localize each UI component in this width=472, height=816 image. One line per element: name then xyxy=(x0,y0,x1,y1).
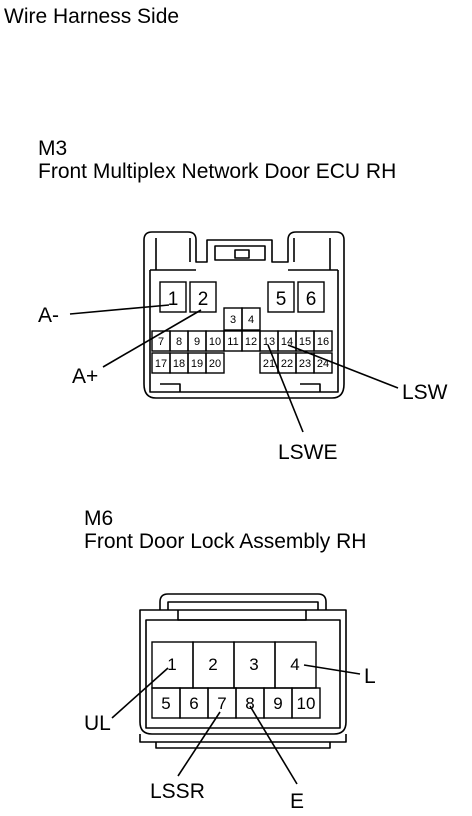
m3-callout-a-plus: A+ xyxy=(72,365,98,388)
m3-callout-lsw: LSW xyxy=(402,381,448,404)
m3-leader-lines xyxy=(69,304,399,433)
m6-connector-code: M6 xyxy=(84,507,114,530)
m6-callout-lssr: LSSR xyxy=(150,780,205,803)
m6-leader-e xyxy=(249,705,298,785)
m6-callout-e: E xyxy=(290,790,304,813)
m6-pin-10: 10 xyxy=(297,694,316,713)
m3-leader-a-minus xyxy=(69,304,170,315)
m6-connector-body xyxy=(139,593,347,749)
m3-pin-21: 21 xyxy=(263,358,275,370)
m3-pin-cavities xyxy=(151,281,333,374)
m6-pin-2: 2 xyxy=(208,655,217,674)
m3-pin-1: 1 xyxy=(168,289,179,310)
m6-callouts: UL LSSR E L xyxy=(84,665,376,813)
m6-pin-3: 3 xyxy=(249,655,258,674)
m3-pin-4: 4 xyxy=(248,314,254,326)
m3-callout-lswe: LSWE xyxy=(278,441,338,464)
m3-pin-15: 15 xyxy=(299,336,311,348)
m3-leader-lswe xyxy=(267,344,304,433)
m6-pin-1: 1 xyxy=(167,655,176,674)
m3-pin-22: 22 xyxy=(281,358,293,370)
m3-callout-a-minus: A- xyxy=(38,304,59,327)
m3-callouts: A- A+ LSWE LSW xyxy=(38,304,448,464)
m6-callout-l: L xyxy=(364,665,376,688)
m3-pin-9: 9 xyxy=(194,336,200,348)
m6-leader-lines xyxy=(111,664,361,785)
m6-pin-5: 5 xyxy=(161,694,170,713)
m3-pin-19: 19 xyxy=(191,358,203,370)
m3-connector-body xyxy=(143,231,345,399)
m6-leader-l xyxy=(303,664,361,675)
m3-pin-23: 23 xyxy=(299,358,311,370)
m6-connector-name: Front Door Lock Assembly RH xyxy=(84,530,367,553)
m6-pin-8: 8 xyxy=(245,694,254,713)
m3-connector-name: Front Multiplex Network Door ECU RH xyxy=(38,160,397,183)
m3-pin-11: 11 xyxy=(227,336,238,348)
m6-pin-4: 4 xyxy=(290,655,299,674)
m6-pin-6: 6 xyxy=(189,694,198,713)
m6-pin-9: 9 xyxy=(273,694,282,713)
m3-pin-16: 16 xyxy=(317,336,329,348)
m6-pin-cavities xyxy=(151,641,321,719)
m6-pin-7: 7 xyxy=(217,694,226,713)
m6-leader-ul xyxy=(111,667,169,719)
m3-pin-3: 3 xyxy=(230,314,236,326)
m3-pin-5: 5 xyxy=(276,289,287,310)
m3-pin-13: 13 xyxy=(263,336,275,348)
m3-pin-labels: 1 2 3 4 5 6 7 8 9 10 11 12 13 14 15 16 1… xyxy=(155,289,329,370)
m3-pin-12: 12 xyxy=(245,336,257,348)
m3-pin-7: 7 xyxy=(158,336,164,348)
m3-pin-18: 18 xyxy=(173,358,185,370)
m3-pin-2: 2 xyxy=(198,289,209,310)
m3-leader-a-plus xyxy=(102,309,202,368)
m3-pin-6: 6 xyxy=(306,289,317,310)
page-title: Wire Harness Side xyxy=(4,5,180,28)
m3-connector-code: M3 xyxy=(38,137,68,160)
m3-leader-lsw xyxy=(287,344,399,389)
m3-pin-10: 10 xyxy=(209,336,221,348)
m3-pin-8: 8 xyxy=(176,336,182,348)
m3-pin-20: 20 xyxy=(209,358,221,370)
m6-callout-ul: UL xyxy=(84,712,111,735)
m6-pin-labels: 1 2 3 4 5 6 7 8 9 10 xyxy=(161,655,315,713)
m3-pin-17: 17 xyxy=(155,358,167,370)
m6-leader-lssr xyxy=(177,711,221,777)
m3-pin-24: 24 xyxy=(317,358,329,370)
